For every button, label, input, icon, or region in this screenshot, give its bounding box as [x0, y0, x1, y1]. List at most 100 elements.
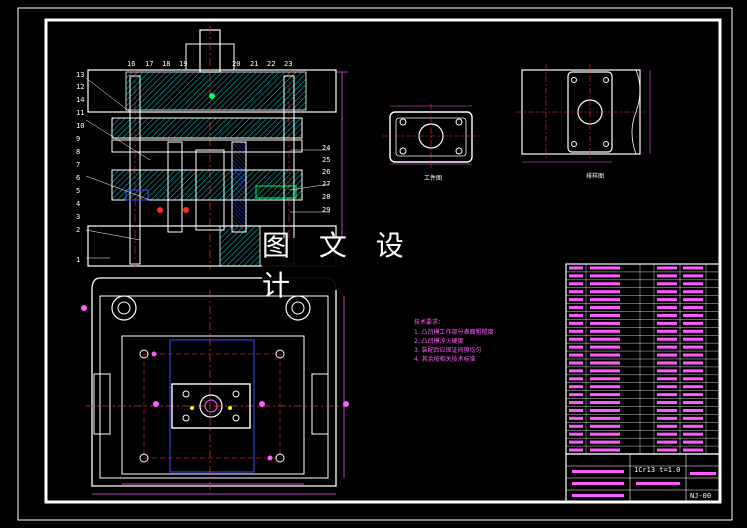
parts-list-entry [590, 329, 620, 333]
part-label: 16 [127, 60, 135, 68]
part-label: 13 [76, 71, 84, 79]
parts-list-entry [657, 321, 677, 325]
parts-list-entry [590, 424, 620, 428]
parts-list-entry [657, 353, 677, 357]
parts-list-entry [683, 306, 703, 310]
parts-list-entry [657, 329, 677, 333]
parts-list-entry [657, 298, 677, 302]
workpiece-caption: 工件图 [424, 174, 442, 182]
parts-list [565, 263, 721, 455]
part-label: 24 [322, 144, 330, 152]
parts-list-entry [683, 337, 703, 341]
parts-list-entry [569, 353, 583, 357]
parts-list-entry [590, 337, 620, 341]
parts-list-entry [590, 266, 620, 270]
parts-list-entry [683, 408, 703, 412]
part-label: 20 [232, 60, 240, 68]
part-label: 14 [76, 96, 84, 104]
parts-list-entry [657, 306, 677, 310]
parts-list-entry [590, 448, 620, 452]
section-right-labels: 24 25 26 27 28 29 [322, 144, 330, 214]
parts-list-entry [590, 290, 620, 294]
parts-list-entry [657, 369, 677, 373]
parts-list-entry [657, 385, 677, 389]
parts-list-entry [657, 274, 677, 278]
part-label: 17 [145, 60, 153, 68]
part-label: 29 [322, 206, 330, 214]
parts-list-entry [569, 321, 583, 325]
parts-list-entry [590, 432, 620, 436]
part-label: 22 [267, 60, 275, 68]
parts-list-entry [569, 337, 583, 341]
tech-item: 3. 装配后应保证间隙均匀 [414, 346, 482, 354]
parts-list-entry [657, 408, 677, 412]
parts-list-entry [657, 440, 677, 444]
parts-list-entry [590, 393, 620, 397]
parts-list-entry [569, 408, 583, 412]
title-block-material: 1Cr13 t=1.0 [634, 466, 680, 474]
section-left-labels: 13 12 14 11 10 9 8 7 6 5 4 3 2 1 [76, 71, 84, 264]
parts-list-entry [569, 306, 583, 310]
parts-list-entry [590, 377, 620, 381]
parts-list-entry [569, 377, 583, 381]
parts-list-entry [569, 385, 583, 389]
parts-list-entry [657, 448, 677, 452]
title-block [565, 453, 721, 503]
tech-title: 技术要求： [414, 318, 444, 326]
parts-list-entry [657, 361, 677, 365]
parts-list-entry [683, 361, 703, 365]
parts-list-entry [683, 266, 703, 270]
layout-view [516, 64, 651, 163]
parts-list-entry [683, 290, 703, 294]
parts-list-entry [569, 298, 583, 302]
parts-list-entry [590, 416, 620, 420]
part-label: 10 [76, 122, 84, 130]
part-label: 9 [76, 135, 80, 143]
plan-view [81, 277, 349, 495]
parts-list-entry [569, 393, 583, 397]
parts-list-entry [683, 313, 703, 317]
part-label: 8 [76, 148, 80, 156]
watermark-text: 图 文 设 计 [262, 229, 414, 302]
parts-list-entry [683, 298, 703, 302]
part-label: 27 [322, 180, 330, 188]
part-label: 11 [76, 109, 84, 117]
parts-list-entry [590, 401, 620, 405]
parts-list-entry [683, 321, 703, 325]
parts-list-entry [569, 401, 583, 405]
parts-list-entry [569, 274, 583, 278]
part-label: 26 [322, 168, 330, 176]
parts-list-entry [569, 329, 583, 333]
parts-list-entry [683, 274, 703, 278]
parts-list-entry [657, 345, 677, 349]
parts-list-entry [590, 274, 620, 278]
parts-list-entry [657, 432, 677, 436]
parts-list-entry [683, 329, 703, 333]
part-label: 4 [76, 200, 80, 208]
part-label: 1 [76, 256, 80, 264]
part-label: 25 [322, 156, 330, 164]
parts-list-entry [657, 290, 677, 294]
parts-list-entry [590, 361, 620, 365]
parts-list-entry [590, 306, 620, 310]
part-label: 23 [284, 60, 292, 68]
parts-list-entry [683, 282, 703, 286]
parts-list-entry [683, 353, 703, 357]
parts-list-entry [683, 345, 703, 349]
parts-list-entry [590, 298, 620, 302]
parts-list-entry [590, 282, 620, 286]
parts-list-entry [657, 337, 677, 341]
parts-list-entry [657, 313, 677, 317]
part-label: 18 [162, 60, 170, 68]
parts-list-entry [569, 266, 583, 270]
section-top-labels: 16 17 18 19 20 21 22 23 [127, 60, 292, 68]
parts-list-entry [657, 401, 677, 405]
part-label: 7 [76, 161, 80, 169]
watermark-band: 图 文 设 计 [262, 229, 467, 302]
parts-list-entry [590, 440, 620, 444]
tech-requirements: 技术要求： 1. 凸凹模工作部分表面粗糙度 2. 凸凹模淬火硬度 3. 装配后应… [414, 318, 494, 363]
parts-list-entry [590, 369, 620, 373]
parts-list-entry [683, 416, 703, 420]
sheet-inner-border [44, 18, 722, 504]
part-label: 3 [76, 213, 80, 221]
